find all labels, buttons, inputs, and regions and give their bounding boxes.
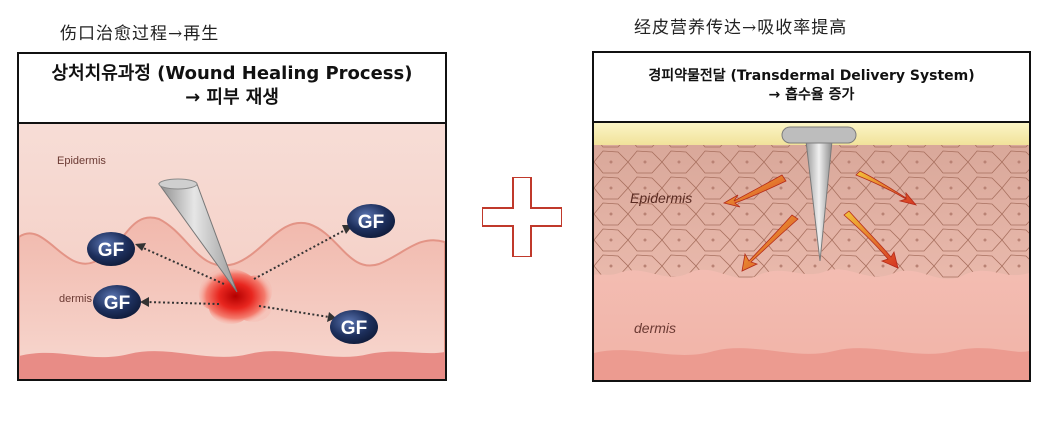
transdermal-panel: 경피약물전달 (Transdermal Delivery System) → 흡…: [592, 51, 1031, 382]
gf-label: GF: [358, 212, 384, 233]
microneedle-head: [781, 126, 857, 144]
epidermis-cells: [594, 145, 1029, 279]
transdermal-title-box: 경피약물전달 (Transdermal Delivery System) → 흡…: [594, 53, 1029, 123]
caption-right: 经皮营养传达→吸收率提高: [634, 18, 848, 38]
wound-site: [198, 268, 273, 325]
gf-label: GF: [104, 293, 130, 314]
gf-badge-top-left: GF: [87, 232, 135, 266]
wound-healing-illustration: Epidermis dermis GF GF GF: [19, 124, 445, 379]
gf-label: GF: [98, 240, 124, 261]
epidermis-label: Epidermis: [57, 155, 106, 167]
wound-healing-subtitle: → 피부 재생: [185, 87, 279, 108]
gf-label: GF: [341, 318, 367, 339]
transdermal-title: 경피약물전달 (Transdermal Delivery System): [648, 68, 975, 84]
transdermal-subtitle: → 흡수율 증가: [768, 87, 855, 103]
gf-badge-bottom-left: GF: [93, 285, 141, 319]
gf-badge-top-right: GF: [347, 204, 395, 238]
dermis-label: dermis: [634, 320, 676, 336]
wound-healing-panel: 상처치유과정 (Wound Healing Process) → 피부 재생: [17, 52, 447, 381]
wound-healing-title: 상처치유과정 (Wound Healing Process): [51, 63, 413, 84]
deep-tissue-layer: [19, 351, 445, 379]
dermis-label: dermis: [59, 293, 93, 305]
transdermal-illustration: Epidermis dermis: [594, 123, 1029, 380]
needle-base: [158, 178, 198, 190]
growth-factor-arrows: [140, 228, 348, 318]
absorption-arrows: [722, 170, 918, 272]
gf-badge-bottom-right: GF: [330, 310, 378, 344]
plus-icon: [482, 177, 562, 257]
epidermis-label: Epidermis: [630, 190, 692, 206]
deep-tissue-layer: [594, 348, 1029, 380]
wound-healing-title-box: 상처치유과정 (Wound Healing Process) → 피부 재생: [19, 54, 445, 124]
caption-left: 伤口治愈过程→再生: [60, 24, 220, 44]
